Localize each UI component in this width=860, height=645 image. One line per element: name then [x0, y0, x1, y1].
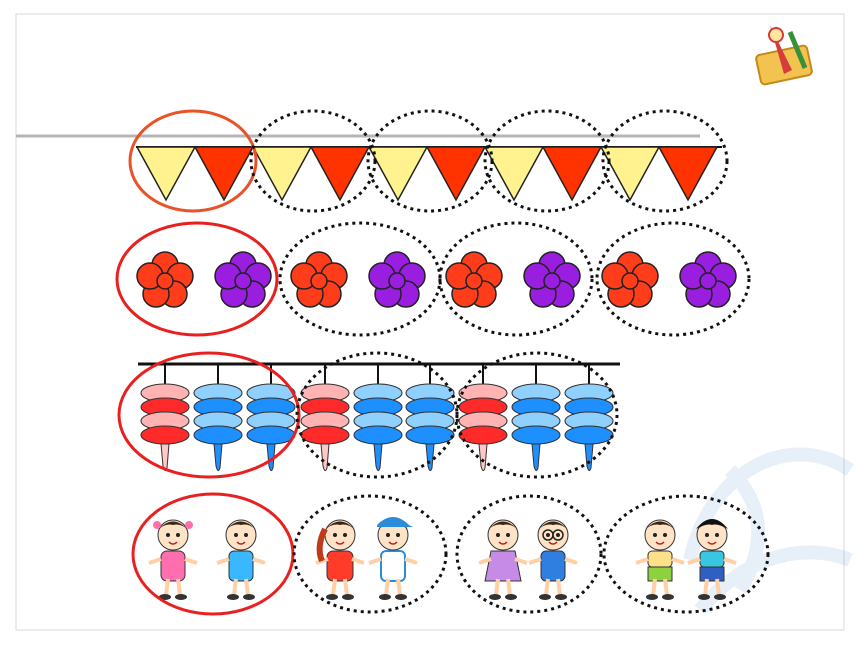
pennant: [541, 146, 603, 202]
pennant: [193, 146, 255, 202]
pennant: [367, 146, 429, 202]
pennant: [483, 146, 545, 202]
girl-icon: [147, 518, 199, 602]
group-circle-selected: [115, 221, 279, 337]
group-circle-selected: [117, 351, 301, 479]
group-circle-dotted: [366, 109, 494, 213]
group-circle-dotted: [292, 494, 448, 614]
group-circle-dotted: [295, 351, 459, 479]
group-circle-dotted: [278, 221, 442, 337]
girl-icon: [477, 518, 529, 602]
boy-icon: [686, 518, 738, 602]
boy-icon: [367, 517, 419, 602]
pennant: [251, 146, 313, 202]
children-row: [147, 517, 738, 602]
group-circle-dotted: [455, 351, 619, 479]
lantern-row: [138, 362, 620, 472]
pennant-row: [135, 146, 722, 202]
group-circle-dotted: [595, 221, 751, 337]
group-circle-dotted: [483, 109, 611, 213]
pennant: [425, 146, 487, 202]
group-circle-selected: [128, 109, 258, 213]
girl-icon: [634, 518, 686, 602]
group-circle-dotted: [601, 109, 729, 213]
pencil-badge-icon: [755, 25, 813, 86]
group-circle-dotted: [455, 494, 603, 614]
group-circle-dotted: [249, 109, 377, 213]
boy-icon: [215, 518, 267, 602]
pennant: [599, 146, 661, 202]
pennant: [657, 146, 719, 202]
group-circle-dotted: [438, 221, 594, 337]
girl-icon: [314, 518, 366, 602]
boy-icon: [527, 518, 579, 602]
pennant: [309, 146, 371, 202]
group-circle-dotted: [602, 494, 770, 614]
pennant: [135, 146, 197, 202]
